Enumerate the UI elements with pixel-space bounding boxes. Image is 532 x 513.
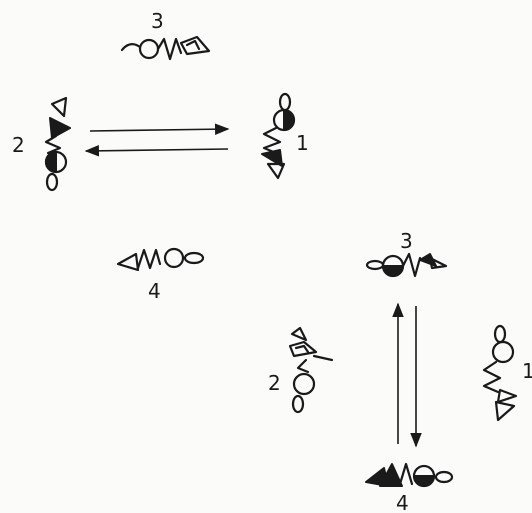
top-group-label-2: 2 (12, 133, 25, 157)
top-group-label-3: 3 (151, 9, 164, 33)
top-group: 3 2 1 (12, 9, 309, 303)
top-group-label-1: 1 (296, 131, 309, 155)
bottom-group-structure-2 (290, 328, 332, 412)
bottom-group-label-3: 3 (400, 229, 413, 253)
bottom-group-structure-3 (367, 254, 446, 276)
top-group-label-4: 4 (148, 279, 161, 303)
top-arrow-2-to-1 (90, 129, 228, 131)
top-group-structure-3 (122, 37, 209, 59)
bottom-group-structure-4 (366, 464, 452, 486)
bottom-group-label-2: 2 (268, 371, 281, 395)
bottom-group: 3 2 1 (268, 229, 532, 513)
bottom-group-structure-1 (484, 326, 516, 420)
bottom-group-label-1: 1 (522, 359, 532, 383)
bottom-group-label-4: 4 (396, 491, 409, 513)
top-arrow-1-to-2 (86, 149, 228, 151)
top-group-structure-2 (46, 98, 70, 190)
top-group-structure-1 (262, 94, 294, 178)
top-group-structure-4 (118, 249, 203, 270)
